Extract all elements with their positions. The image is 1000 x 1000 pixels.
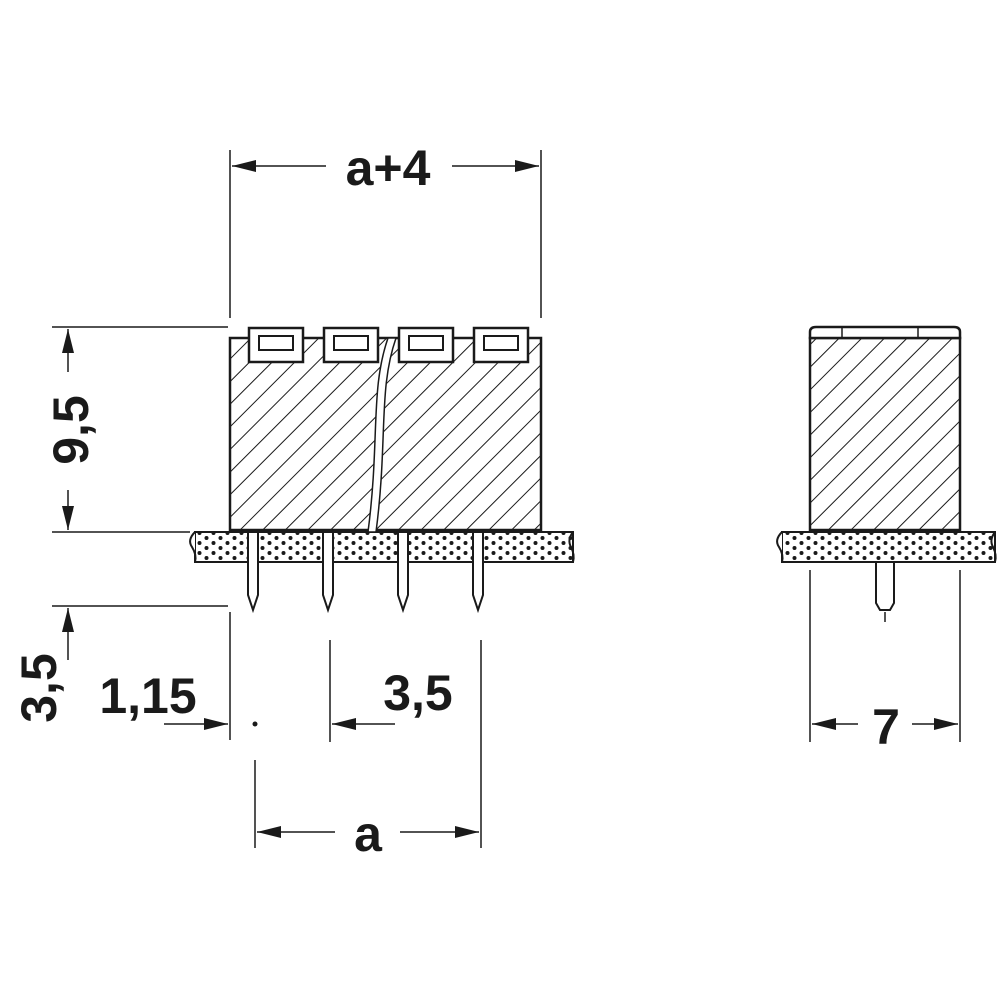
front-view: a+4 9,5 3,5 1,15 3,5 — [11, 140, 575, 862]
break-line — [367, 337, 398, 533]
latch-3 — [397, 326, 455, 364]
pin-center-mark — [252, 721, 258, 727]
width-label: a+4 — [346, 140, 431, 196]
latch-1 — [247, 326, 305, 364]
side-pin — [875, 561, 895, 611]
side-view: 7 — [776, 325, 997, 755]
depth-label: 7 — [872, 699, 900, 755]
pin-latches — [247, 326, 530, 364]
pin-offset-label: 1,15 — [99, 668, 196, 724]
dimension-height: 9,5 — [43, 326, 228, 533]
dimension-width: a+4 — [229, 140, 542, 318]
dimension-pitch: 3,5 — [329, 640, 453, 742]
dimension-span: a — [254, 640, 482, 862]
latch-2 — [322, 326, 380, 364]
side-housing — [808, 336, 962, 532]
pin-length-label: 3,5 — [11, 653, 67, 723]
pcb-board-side — [776, 531, 997, 563]
pin-3 — [397, 531, 409, 614]
solder-pins — [247, 531, 484, 614]
latch-4 — [472, 326, 530, 364]
dimension-pin-offset: 1,15 — [99, 612, 258, 740]
pin-2 — [322, 531, 334, 614]
side-top-cap — [808, 325, 962, 340]
dimension-pin-length: 3,5 — [11, 605, 228, 723]
pin-4 — [472, 531, 484, 614]
pin-1 — [247, 531, 259, 614]
span-label: a — [354, 806, 383, 862]
height-label: 9,5 — [43, 395, 99, 465]
dimension-depth: 7 — [809, 570, 961, 755]
pitch-label: 3,5 — [383, 665, 453, 721]
